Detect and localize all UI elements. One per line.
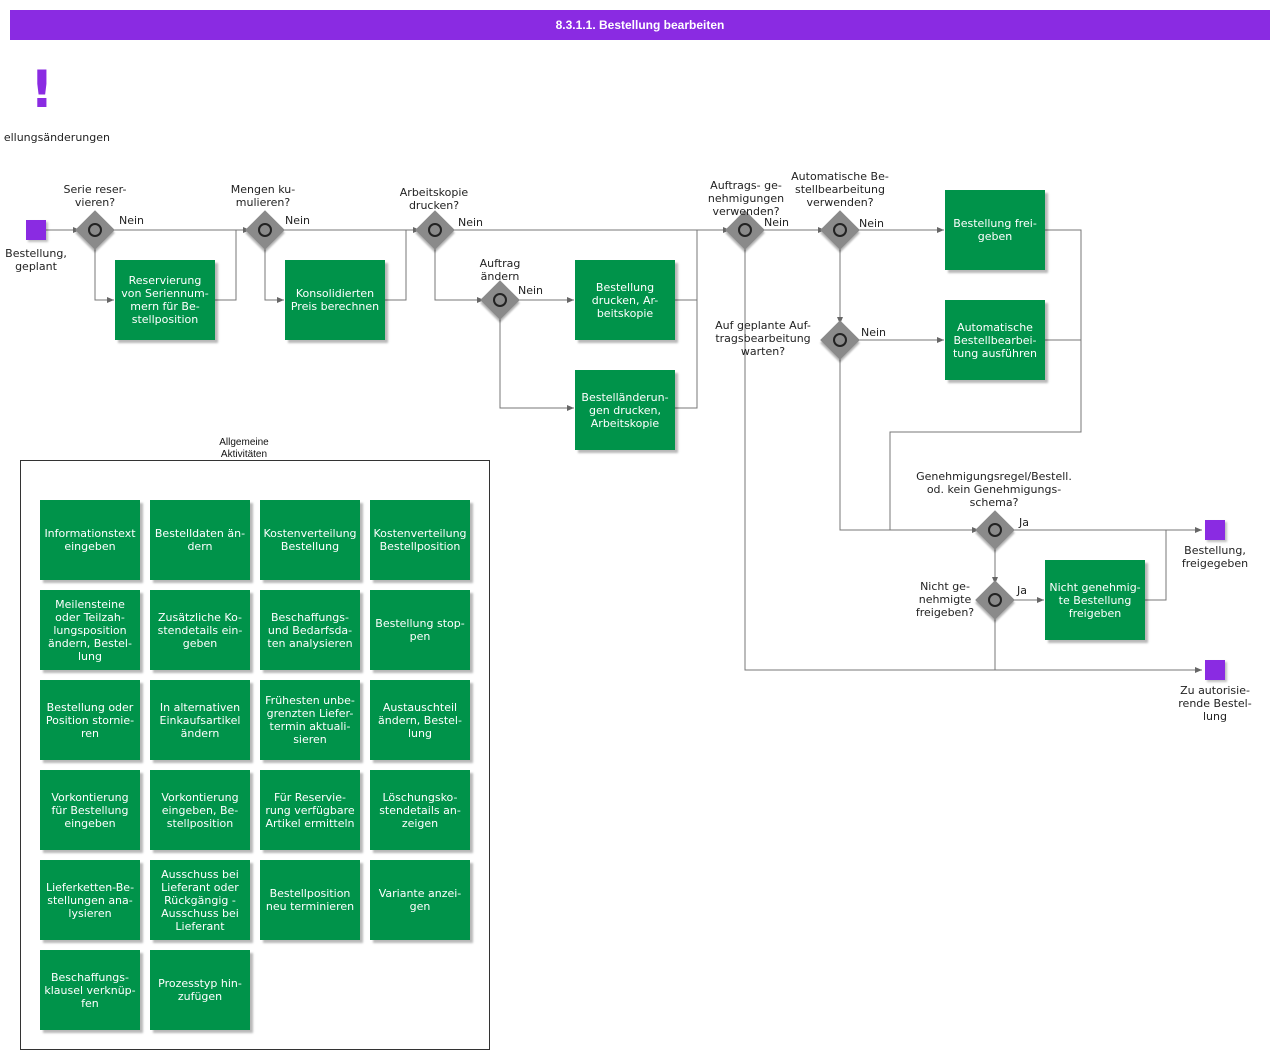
group-activity[interactable]: Löschungsko- stendetails an- zeigen (370, 770, 470, 850)
flow-label-no: Nein (518, 284, 544, 297)
flow-freigeben-bus (889, 229, 1082, 530)
exclamation-icon: ! (30, 60, 54, 120)
group-title: Allgemeine Aktivitäten (219, 437, 269, 459)
flow-serie-reservierung (94, 245, 114, 303)
group-activity[interactable]: Ausschuss bei Lieferant oder Rückgängig … (150, 860, 250, 940)
activity-bestellung-drucken[interactable]: Bestellung drucken, Ar- beitskopie (575, 260, 675, 340)
flow-mengen-konsolidierten (264, 245, 284, 303)
group-activity[interactable]: Variante anzei- gen (370, 860, 470, 940)
gateway-nicht-label: Nicht ge- nehmigte freigeben? (915, 580, 975, 619)
flow-genehmigt-released (1145, 530, 1167, 601)
flow-reservierung-mengen (215, 230, 237, 301)
end-event-released-label: Bestellung, freigegeben (1181, 544, 1249, 570)
flow-drucken-merge (675, 230, 698, 301)
gateway-auftragsgen-label: Auftrags- ge- nehmigungen verwenden? (707, 179, 785, 218)
group-activity[interactable]: Bestelldaten än- dern (150, 500, 250, 580)
gateway-serie-label: Serie reser- vieren? (63, 183, 127, 209)
activity-bestellaenderungen-drucken[interactable]: Bestelländerun- gen drucken, Arbeitskopi… (575, 370, 675, 450)
start-event[interactable] (26, 220, 46, 240)
group-activity[interactable]: Beschaffungs- und Bedarfsda- ten analysi… (260, 590, 360, 670)
flow-label-no: Nein (859, 217, 885, 230)
page-title: 8.3.1.1. Bestellung bearbeiten (10, 10, 1270, 40)
group-activity[interactable]: Bestellposition neu terminieren (260, 860, 360, 940)
gateway-mengen-label: Mengen ku- mulieren? (230, 183, 296, 209)
group-activity[interactable]: Informationstext eingeben (40, 500, 140, 580)
gateway-automatische-label: Automatische Be- stellbearbeitung verwen… (791, 170, 889, 209)
flow-auftragsgen-authorize (744, 245, 1202, 673)
flow-label-no: Nein (458, 216, 484, 229)
flow-aenderungen-merge (675, 300, 698, 409)
flow-label-no: Nein (285, 214, 311, 227)
activity-automatische-bearbeitung[interactable]: Automatische Bestellbearbei- tung ausfüh… (945, 300, 1045, 380)
group-activity[interactable]: Kostenverteilung Bestellposition (370, 500, 470, 580)
group-activity[interactable]: Vorkontierung eingeben, Be- stellpositio… (150, 770, 250, 850)
activity-konsolidierten-preis[interactable]: Konsolidierten Preis berechnen (285, 260, 385, 340)
activity-reservierung[interactable]: Reservierung von Seriennum- mern für Be-… (115, 260, 215, 340)
flow-warten-regel (839, 355, 979, 533)
flow-label-no: Nein (861, 326, 887, 339)
gateway-regel-label: Genehmigungsregel/Bestell. od. kein Gene… (916, 470, 1072, 509)
flow-konsolidierten-arbeitskopie (385, 230, 407, 301)
start-event-label: Bestellung, geplant (5, 247, 67, 273)
end-event-authorize-label: Zu autorisie- rende Bestel- lung (1178, 684, 1252, 723)
group-activity[interactable]: Bestellung oder Position stornie- ren (40, 680, 140, 760)
group-activity[interactable]: Austauschteil ändern, Bestel- lung (370, 680, 470, 760)
flow-label-yes: Ja (1019, 516, 1029, 529)
flow-label-no: Nein (119, 214, 145, 227)
end-event-authorize[interactable] (1205, 660, 1225, 680)
group-activity[interactable]: Vorkontierung für Bestellung eingeben (40, 770, 140, 850)
group-activity[interactable]: Beschaffungs- klausel verknüp- fen (40, 950, 140, 1030)
group-activity[interactable]: Für Reservie- rung verfügbare Artikel er… (260, 770, 360, 850)
gateway-auftrag-label: Auftrag ändern (479, 257, 521, 283)
group-activity[interactable]: Bestellung stop- pen (370, 590, 470, 670)
group-activity[interactable]: Meilensteine oder Teilzah- lungsposition… (40, 590, 140, 670)
gateway-arbeitskopie-label: Arbeitskopie drucken? (399, 186, 469, 212)
flow-label-no: Nein (764, 216, 790, 229)
flow-auftrag-aenderungen (499, 315, 574, 411)
trigger-label: ellungsänderungen (3, 131, 110, 144)
flow-arbeitskopie-auftrag (434, 245, 484, 303)
end-event-released[interactable] (1205, 520, 1225, 540)
group-activity[interactable]: Zusätzliche Ko- stendetails ein- geben (150, 590, 250, 670)
group-activity[interactable]: Lieferketten-Be- stellungen ana- lysiere… (40, 860, 140, 940)
activity-nicht-genehmigte-freigeben[interactable]: Nicht genehmig- te Bestellung freigeben (1045, 560, 1145, 640)
group-activity[interactable]: Prozesstyp hin- zufügen (150, 950, 250, 1030)
activity-bestellung-freigeben[interactable]: Bestellung frei- geben (945, 190, 1045, 270)
gateway-warten-label: Auf geplante Auf- tragsbearbeitung warte… (715, 319, 811, 358)
flow-label-yes: Ja (1017, 584, 1027, 597)
group-activity[interactable]: Kostenverteilung Bestellung (260, 500, 360, 580)
group-activity[interactable]: Frühesten unbe- grenzten Liefer- termin … (260, 680, 360, 760)
general-activities-group (20, 460, 490, 1050)
group-activity[interactable]: In alternativen Einkaufsartikel ändern (150, 680, 250, 760)
